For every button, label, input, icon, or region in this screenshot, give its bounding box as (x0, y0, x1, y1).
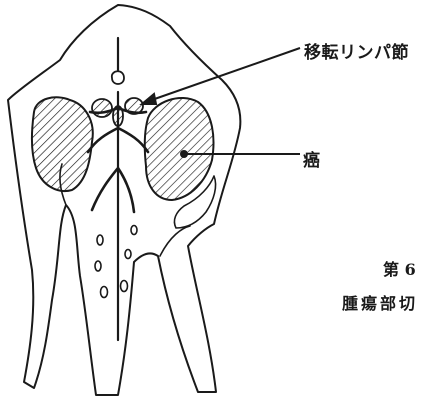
small-oval (131, 226, 137, 235)
node-pointer-arrowhead (142, 94, 156, 104)
lymph-node-right (125, 98, 143, 114)
metastatic-lymph-node-label: 移転リンパ節 (304, 38, 409, 63)
small-oval (121, 281, 128, 292)
small-oval (97, 235, 103, 245)
node-pointer-line (146, 48, 300, 102)
figure-caption: 腫瘍部切 (342, 290, 418, 314)
left-mass (32, 97, 93, 191)
cancer-label: 癌 (303, 146, 320, 171)
figure-number: 第 6 (383, 256, 416, 280)
organ-outline (8, 5, 240, 395)
lymph-node-left (92, 99, 112, 117)
lower-contour (160, 226, 190, 256)
lymph-node-center (113, 106, 123, 126)
cancer-pointer-dot (181, 151, 187, 157)
tumor-mass (145, 98, 214, 200)
small-oval (125, 250, 131, 259)
small-oval (95, 261, 101, 271)
small-oval (101, 287, 108, 298)
upper-ring (112, 71, 124, 84)
